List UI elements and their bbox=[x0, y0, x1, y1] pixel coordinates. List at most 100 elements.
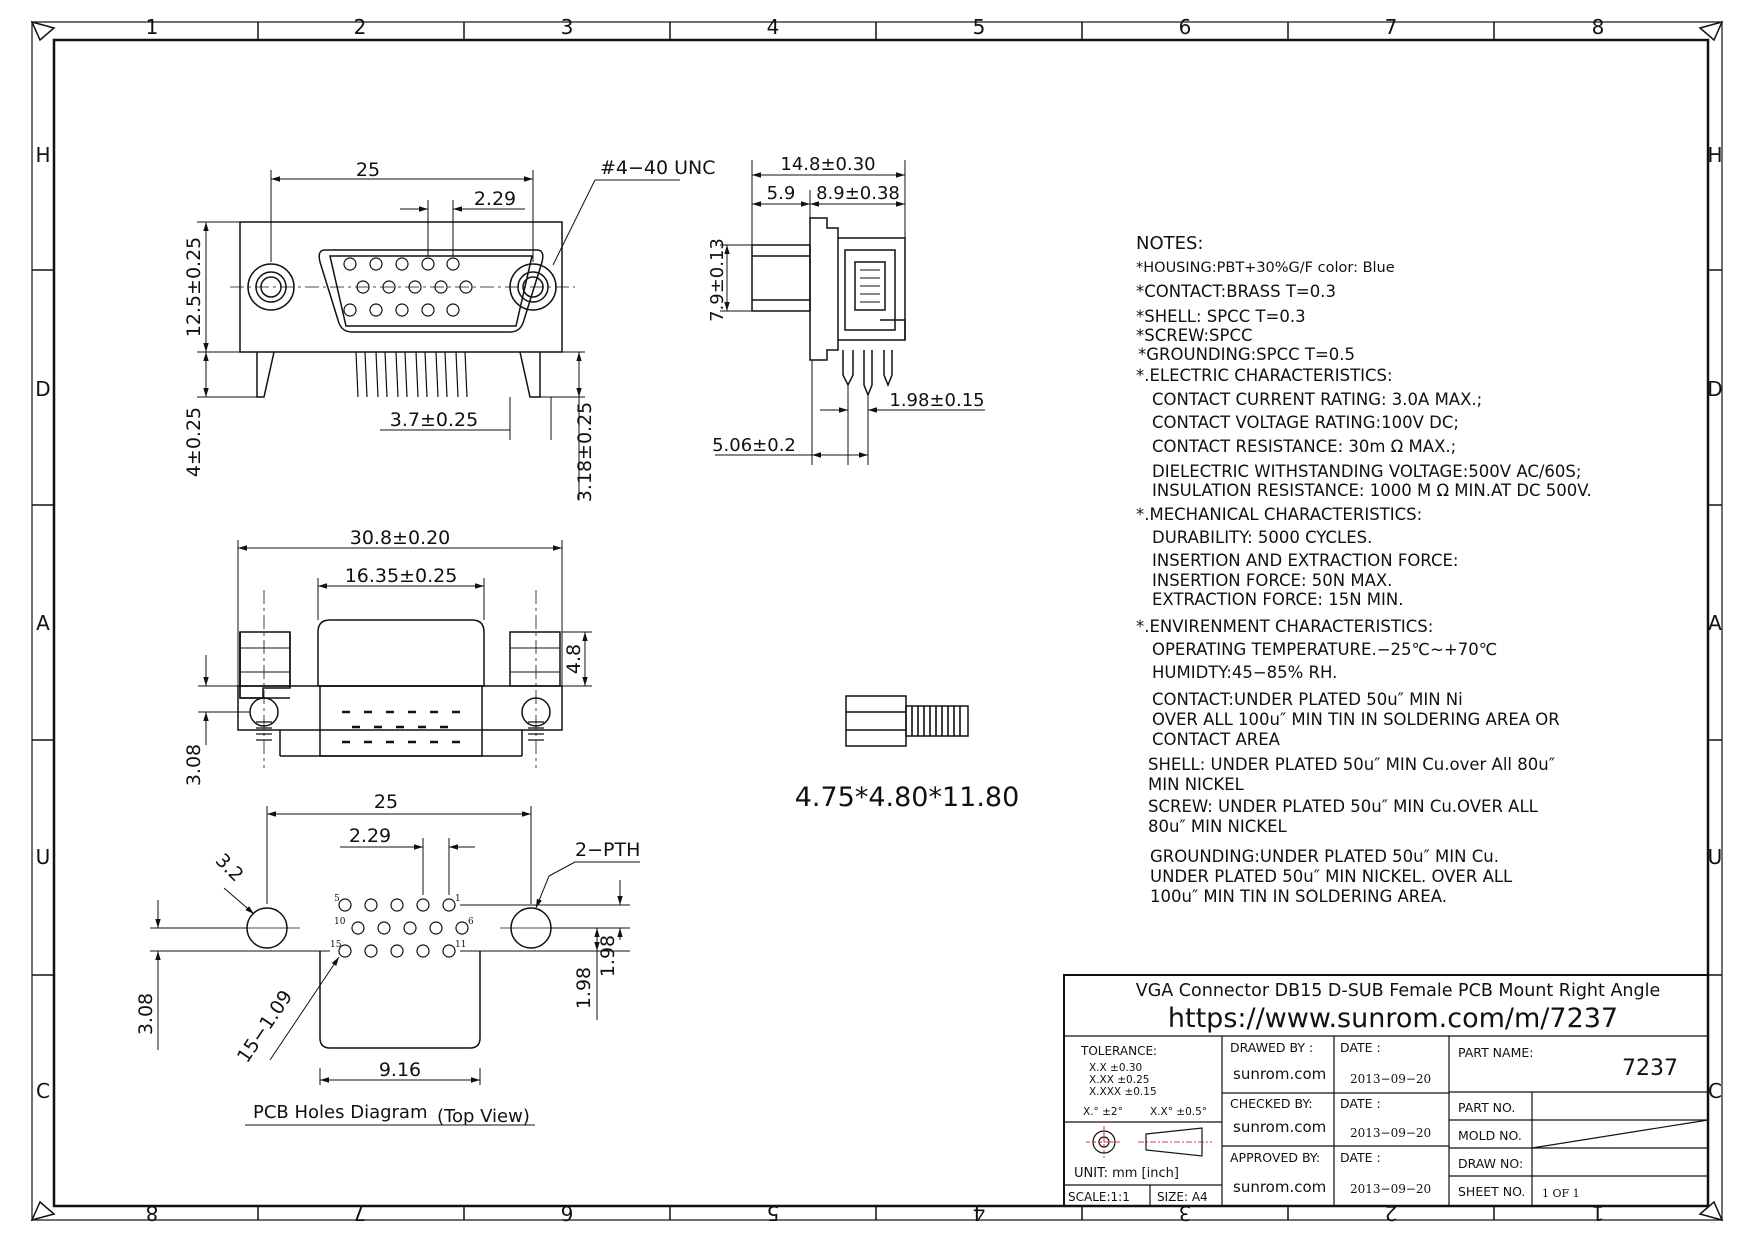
zone-number: 2 bbox=[1385, 1201, 1398, 1225]
dim-shell-opening: 9.16 bbox=[379, 1059, 421, 1081]
standoff-dimensions: 4.75*4.80*11.80 bbox=[795, 782, 1020, 813]
tolerance-angle: X.° ±2° bbox=[1083, 1106, 1123, 1118]
note-line: CONTACT RESISTANCE: 30m Ω MAX.; bbox=[1152, 437, 1456, 456]
note-line: *.ENVIRENMENT CHARACTERISTICS: bbox=[1136, 617, 1433, 636]
note-line: *CONTACT:BRASS T=0.3 bbox=[1136, 282, 1336, 301]
dim-width: 25 bbox=[356, 159, 380, 181]
zone-letter: A bbox=[1708, 611, 1722, 635]
draw-no-label: DRAW NO: bbox=[1458, 1156, 1523, 1171]
sheet-no-label: SHEET NO. bbox=[1458, 1184, 1525, 1199]
dim-side-height: 7.9±0.13 bbox=[707, 238, 728, 322]
dim-pin-offset: 3.7±0.25 bbox=[390, 409, 478, 431]
note-line: INSERTION AND EXTRACTION FORCE: bbox=[1152, 551, 1458, 570]
dim-rear-depth: 8.9±0.38 bbox=[816, 183, 900, 204]
notes-title: NOTES: bbox=[1136, 233, 1204, 254]
zone-letter: D bbox=[1707, 377, 1722, 401]
note-line: INSULATION RESISTANCE: 1000 M Ω MIN.AT D… bbox=[1152, 481, 1592, 500]
sheet-no-value: 1 OF 1 bbox=[1542, 1187, 1580, 1200]
note-line: INSERTION FORCE: 50N MAX. bbox=[1152, 571, 1392, 590]
zone-number: 1 bbox=[1592, 1201, 1605, 1225]
pin-number: 11 bbox=[455, 940, 466, 950]
dim-row-pitch: 1.98 bbox=[573, 967, 595, 1009]
side-nut bbox=[751, 244, 811, 312]
note-line: HUMIDTY:45−85% RH. bbox=[1152, 663, 1337, 682]
frame-labels: 1 2 3 4 5 6 7 8 8 7 6 5 4 3 2 1 H D A U … bbox=[35, 15, 1722, 1225]
drawed-by-label: DRAWED BY : bbox=[1230, 1040, 1313, 1055]
zone-number: 4 bbox=[767, 15, 780, 39]
side-view bbox=[715, 160, 985, 465]
note-line: CONTACT AREA bbox=[1152, 730, 1281, 749]
note-line: OVER ALL 100u″ MIN TIN IN SOLDERING AREA… bbox=[1152, 710, 1560, 729]
notes-block: NOTES: *HOUSING:PBT+30%G/F color: Blue *… bbox=[1136, 233, 1592, 906]
zone-letter: C bbox=[1708, 1079, 1722, 1103]
pin-number: 6 bbox=[468, 917, 474, 927]
pin-number: 10 bbox=[334, 917, 346, 927]
note-line: GROUNDING:UNDER PLATED 50u″ MIN Cu. bbox=[1150, 847, 1499, 866]
tolerance-xx: X.XX ±0.25 bbox=[1089, 1074, 1149, 1086]
tolerance-angle-fine: X.X° ±0.5° bbox=[1150, 1106, 1207, 1118]
dim-side-pin-pitch: 1.98±0.15 bbox=[889, 390, 984, 411]
note-line: *.ELECTRIC CHARACTERISTICS: bbox=[1136, 366, 1393, 385]
zone-number: 5 bbox=[973, 15, 986, 39]
drawing-url[interactable]: https://www.sunrom.com/m/7237 bbox=[1168, 1003, 1618, 1034]
title-block bbox=[1063, 974, 1709, 1207]
note-line: *HOUSING:PBT+30%G/F color: Blue bbox=[1136, 260, 1395, 276]
note-line: CONTACT:UNDER PLATED 50u″ MIN Ni bbox=[1152, 690, 1463, 709]
zone-number: 3 bbox=[1179, 1201, 1192, 1225]
projection-symbol bbox=[1086, 1126, 1212, 1158]
date-label: DATE : bbox=[1340, 1096, 1381, 1111]
zone-letter: C bbox=[36, 1079, 50, 1103]
side-view-dimensions: 14.8±0.30 5.9 8.9±0.38 7.9±0.13 1.98±0.1… bbox=[707, 154, 985, 456]
note-line: SCREW: UNDER PLATED 50u″ MIN Cu.OVER ALL bbox=[1148, 797, 1539, 816]
note-line: EXTRACTION FORCE: 15N MIN. bbox=[1152, 590, 1404, 609]
note-line: *GROUNDING:SPCC T=0.5 bbox=[1138, 345, 1355, 364]
pcb-diagram-caption-sub: (Top View) bbox=[437, 1106, 530, 1127]
part-no-label: PART NO. bbox=[1458, 1100, 1515, 1115]
zone-letter: H bbox=[1707, 143, 1722, 167]
note-line: 80u″ MIN NICKEL bbox=[1148, 817, 1288, 836]
side-housing bbox=[809, 217, 906, 361]
zone-number: 4 bbox=[973, 1201, 986, 1225]
dim-top-offset: 3.08 bbox=[183, 744, 205, 786]
dim-side-pin-offset: 5.06±0.2 bbox=[712, 435, 796, 456]
drawed-by-value: sunrom.com bbox=[1233, 1065, 1326, 1083]
note-line: *SHELL: SPCC T=0.3 bbox=[1136, 307, 1306, 326]
title-block-text: VGA Connector DB15 D-SUB Female PCB Moun… bbox=[1068, 981, 1678, 1204]
scale-label: SCALE:1:1 bbox=[1068, 1190, 1130, 1204]
note-line: UNDER PLATED 50u″ MIN NICKEL. OVER ALL bbox=[1150, 867, 1513, 886]
pcb-diagram-caption: PCB Holes Diagram bbox=[253, 1102, 428, 1123]
zone-number: 5 bbox=[767, 1201, 780, 1225]
dim-front-depth: 5.9 bbox=[767, 183, 796, 204]
date-label: DATE : bbox=[1340, 1040, 1381, 1055]
dim-thread: #4−40 UNC bbox=[600, 157, 716, 179]
zone-number: 8 bbox=[1592, 15, 1605, 39]
top-shell bbox=[317, 619, 485, 687]
dim-row-pitch: 1.98 bbox=[597, 935, 619, 977]
pin-number: 5 bbox=[334, 894, 340, 904]
date-value: 2013−09−20 bbox=[1350, 1182, 1431, 1196]
note-line: CONTACT VOLTAGE RATING:100V DC; bbox=[1152, 413, 1459, 432]
zone-number: 7 bbox=[354, 1201, 367, 1225]
top-view bbox=[198, 540, 592, 768]
pin-number: 15 bbox=[330, 940, 342, 950]
zone-number: 6 bbox=[561, 1201, 574, 1225]
zone-letter: U bbox=[1708, 845, 1723, 869]
note-line: DURABILITY: 5000 CYCLES. bbox=[1152, 528, 1372, 547]
zone-number: 1 bbox=[146, 15, 159, 39]
corner-mark bbox=[1698, 20, 1724, 42]
corner-mark bbox=[30, 20, 56, 42]
zone-number: 8 bbox=[146, 1201, 159, 1225]
note-line: 100u″ MIN TIN IN SOLDERING AREA. bbox=[1150, 887, 1447, 906]
dim-pcb-width: 25 bbox=[374, 791, 398, 813]
zone-number: 7 bbox=[1385, 15, 1398, 39]
sheet-frame bbox=[30, 20, 1724, 1222]
pcb-shell-outline bbox=[319, 951, 481, 1049]
date-value: 2013−09−20 bbox=[1350, 1072, 1431, 1086]
date-label: DATE : bbox=[1340, 1150, 1381, 1165]
corner-mark bbox=[30, 1200, 56, 1222]
dim-pin-pitch: 2.29 bbox=[474, 188, 516, 210]
approved-by-value: sunrom.com bbox=[1233, 1178, 1326, 1196]
front-view-dimensions: 25 2.29 #4−40 UNC 12.5±0.25 4±0.25 3.7±0… bbox=[183, 157, 716, 502]
dim-hole-count: 15−1.09 bbox=[233, 986, 297, 1067]
